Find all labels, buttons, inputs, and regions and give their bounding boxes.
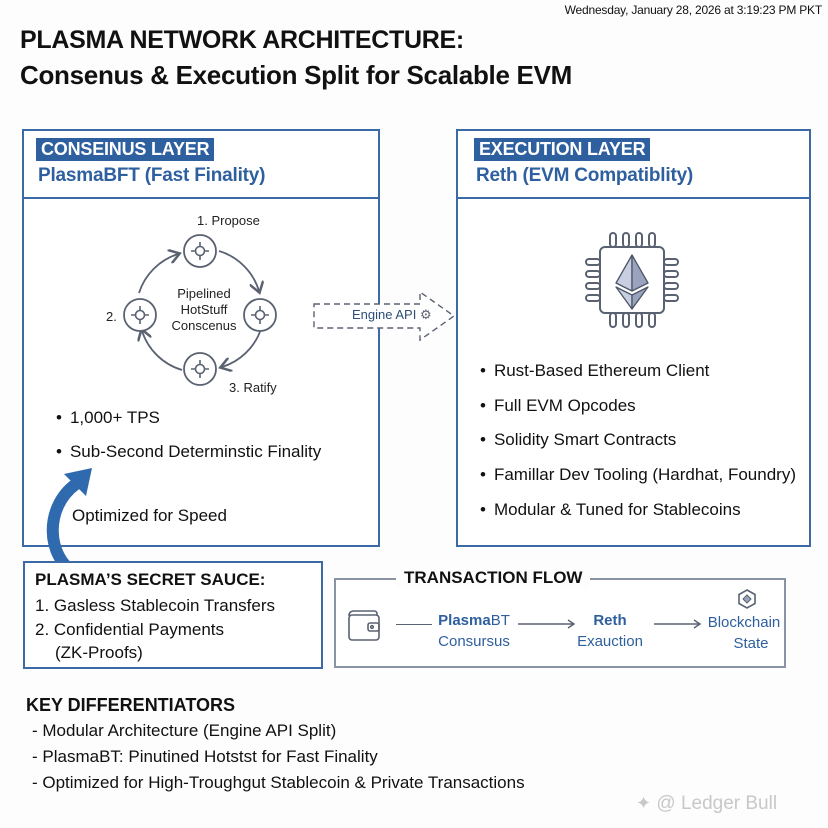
cycle-arrow — [222, 328, 262, 367]
binance-logo-icon: ✦ — [636, 793, 652, 813]
flow-step-title: Reth — [593, 612, 627, 629]
curved-arrow-icon — [46, 468, 92, 577]
blockchain-cube-icon — [738, 589, 756, 609]
key-differentiators-heading: KEY DIFFERENTIATORS — [26, 695, 236, 715]
ratify-node-icon — [183, 352, 217, 386]
execution-panel-header: EXECUTION LAYER Reth (EVM Compatiblity) — [458, 131, 809, 199]
consensus-bullet: Sub-Second Determinstic Finality — [56, 442, 321, 462]
secret-sauce-item: 1. Gasless Stablecoin Transfers — [35, 596, 276, 615]
page-subtitle: Consenus & Execution Split for Scalable … — [20, 60, 572, 90]
center-line: Conscenus — [171, 318, 237, 333]
execution-bullet: Full EVM Opcodes — [480, 396, 636, 416]
cycle-center-label: Pipelined HotStuff Conscenus — [164, 286, 244, 334]
flow-step-caption: Consursus — [438, 633, 510, 650]
gear-icon: ⚙ — [419, 307, 432, 322]
secret-sauce-item: (ZK-Proofs) — [55, 643, 143, 662]
step-2-label: 2. — [106, 309, 117, 324]
flow-step-caption: State — [733, 635, 769, 652]
flow-arrow-icon — [518, 619, 576, 629]
center-line: HotStuff — [180, 302, 228, 317]
engine-api-text: Engine API — [352, 307, 417, 322]
flow-step-reth: Reth Exauction — [570, 612, 650, 650]
flow-step-title: Plasma — [438, 612, 491, 629]
flow-step-title-rest: BT — [490, 612, 510, 629]
consensus-layer-tag: CONSEINUS LAYER — [36, 138, 215, 161]
optimized-note: Optimized for Speed — [72, 506, 227, 525]
execution-bullet: Modular & Tuned for Stablecoins — [480, 500, 741, 520]
node-icon — [123, 298, 157, 332]
flow-step-title: Blockchain — [707, 614, 781, 631]
center-line: Pipelined — [177, 286, 231, 301]
engine-api-label: Engine API ⚙ — [352, 307, 432, 323]
ethereum-chip-icon — [585, 232, 679, 328]
secret-sauce-item: 2. Confidential Payments — [35, 620, 224, 639]
transaction-flow-box: TRANSACTION FLOW PlasmaBT Consursus Reth… — [334, 568, 786, 668]
watermark-text: @ Ledger Bull — [656, 793, 778, 814]
secret-sauce-box: PLASMA’S SECRET SAUCE: 1. Gasless Stable… — [23, 561, 323, 669]
key-differentiator-item: - Modular Architecture (Engine API Split… — [32, 721, 337, 740]
secret-sauce-heading: PLASMA’S SECRET SAUCE: — [35, 570, 266, 589]
engine-api-arrow — [313, 290, 456, 342]
flow-arrow-icon — [654, 619, 702, 629]
consensus-layer-subtitle: PlasmaBFT (Fast Finality) — [38, 165, 266, 186]
execution-bullet: Solidity Smart Contracts — [480, 430, 676, 450]
step-ratify-label: 3. Ratify — [229, 380, 277, 395]
execution-bullet: Famillar Dev Tooling (Hardhat, Foundry) — [480, 465, 796, 485]
execution-layer-subtitle: Reth (EVM Compatiblity) — [476, 165, 694, 186]
cycle-arrow — [218, 250, 259, 291]
wallet-icon — [348, 610, 380, 641]
cycle-arrow — [142, 331, 183, 371]
key-differentiator-item: - PlasmaBT: Pinutined Hotstst for Fast F… — [32, 747, 378, 766]
timestamp: Wednesday, January 28, 2026 at 3:19:23 P… — [564, 3, 823, 17]
flow-step-caption: Exauction — [577, 633, 643, 650]
flow-step-blockchain: Blockchain State — [704, 614, 784, 652]
flow-line — [396, 624, 432, 625]
propose-node-icon — [183, 234, 217, 268]
execution-bullet: Rust-Based Ethereum Client — [480, 361, 709, 381]
watermark: ✦ @ Ledger Bull — [636, 793, 777, 815]
consensus-panel-header: CONSEINUS LAYER PlasmaBFT (Fast Finality… — [24, 131, 378, 199]
flow-step-plasmabt: PlasmaBT Consursus — [434, 612, 514, 650]
page-title: PLASMA NETWORK ARCHITECTURE: — [20, 26, 464, 54]
key-differentiator-item: - Optimized for High-Troughgut Stablecoi… — [32, 773, 525, 792]
cycle-arrow — [138, 254, 178, 294]
execution-layer-tag: EXECUTION LAYER — [474, 138, 651, 161]
execution-layer-panel: EXECUTION LAYER Reth (EVM Compatiblity) … — [456, 129, 811, 547]
transaction-flow-title: TRANSACTION FLOW — [396, 568, 591, 588]
step-propose-label: 1. Propose — [197, 213, 260, 228]
node-icon — [243, 298, 277, 332]
consensus-bullet: 1,000+ TPS — [56, 408, 160, 428]
consensus-cycle-diagram — [123, 234, 277, 386]
